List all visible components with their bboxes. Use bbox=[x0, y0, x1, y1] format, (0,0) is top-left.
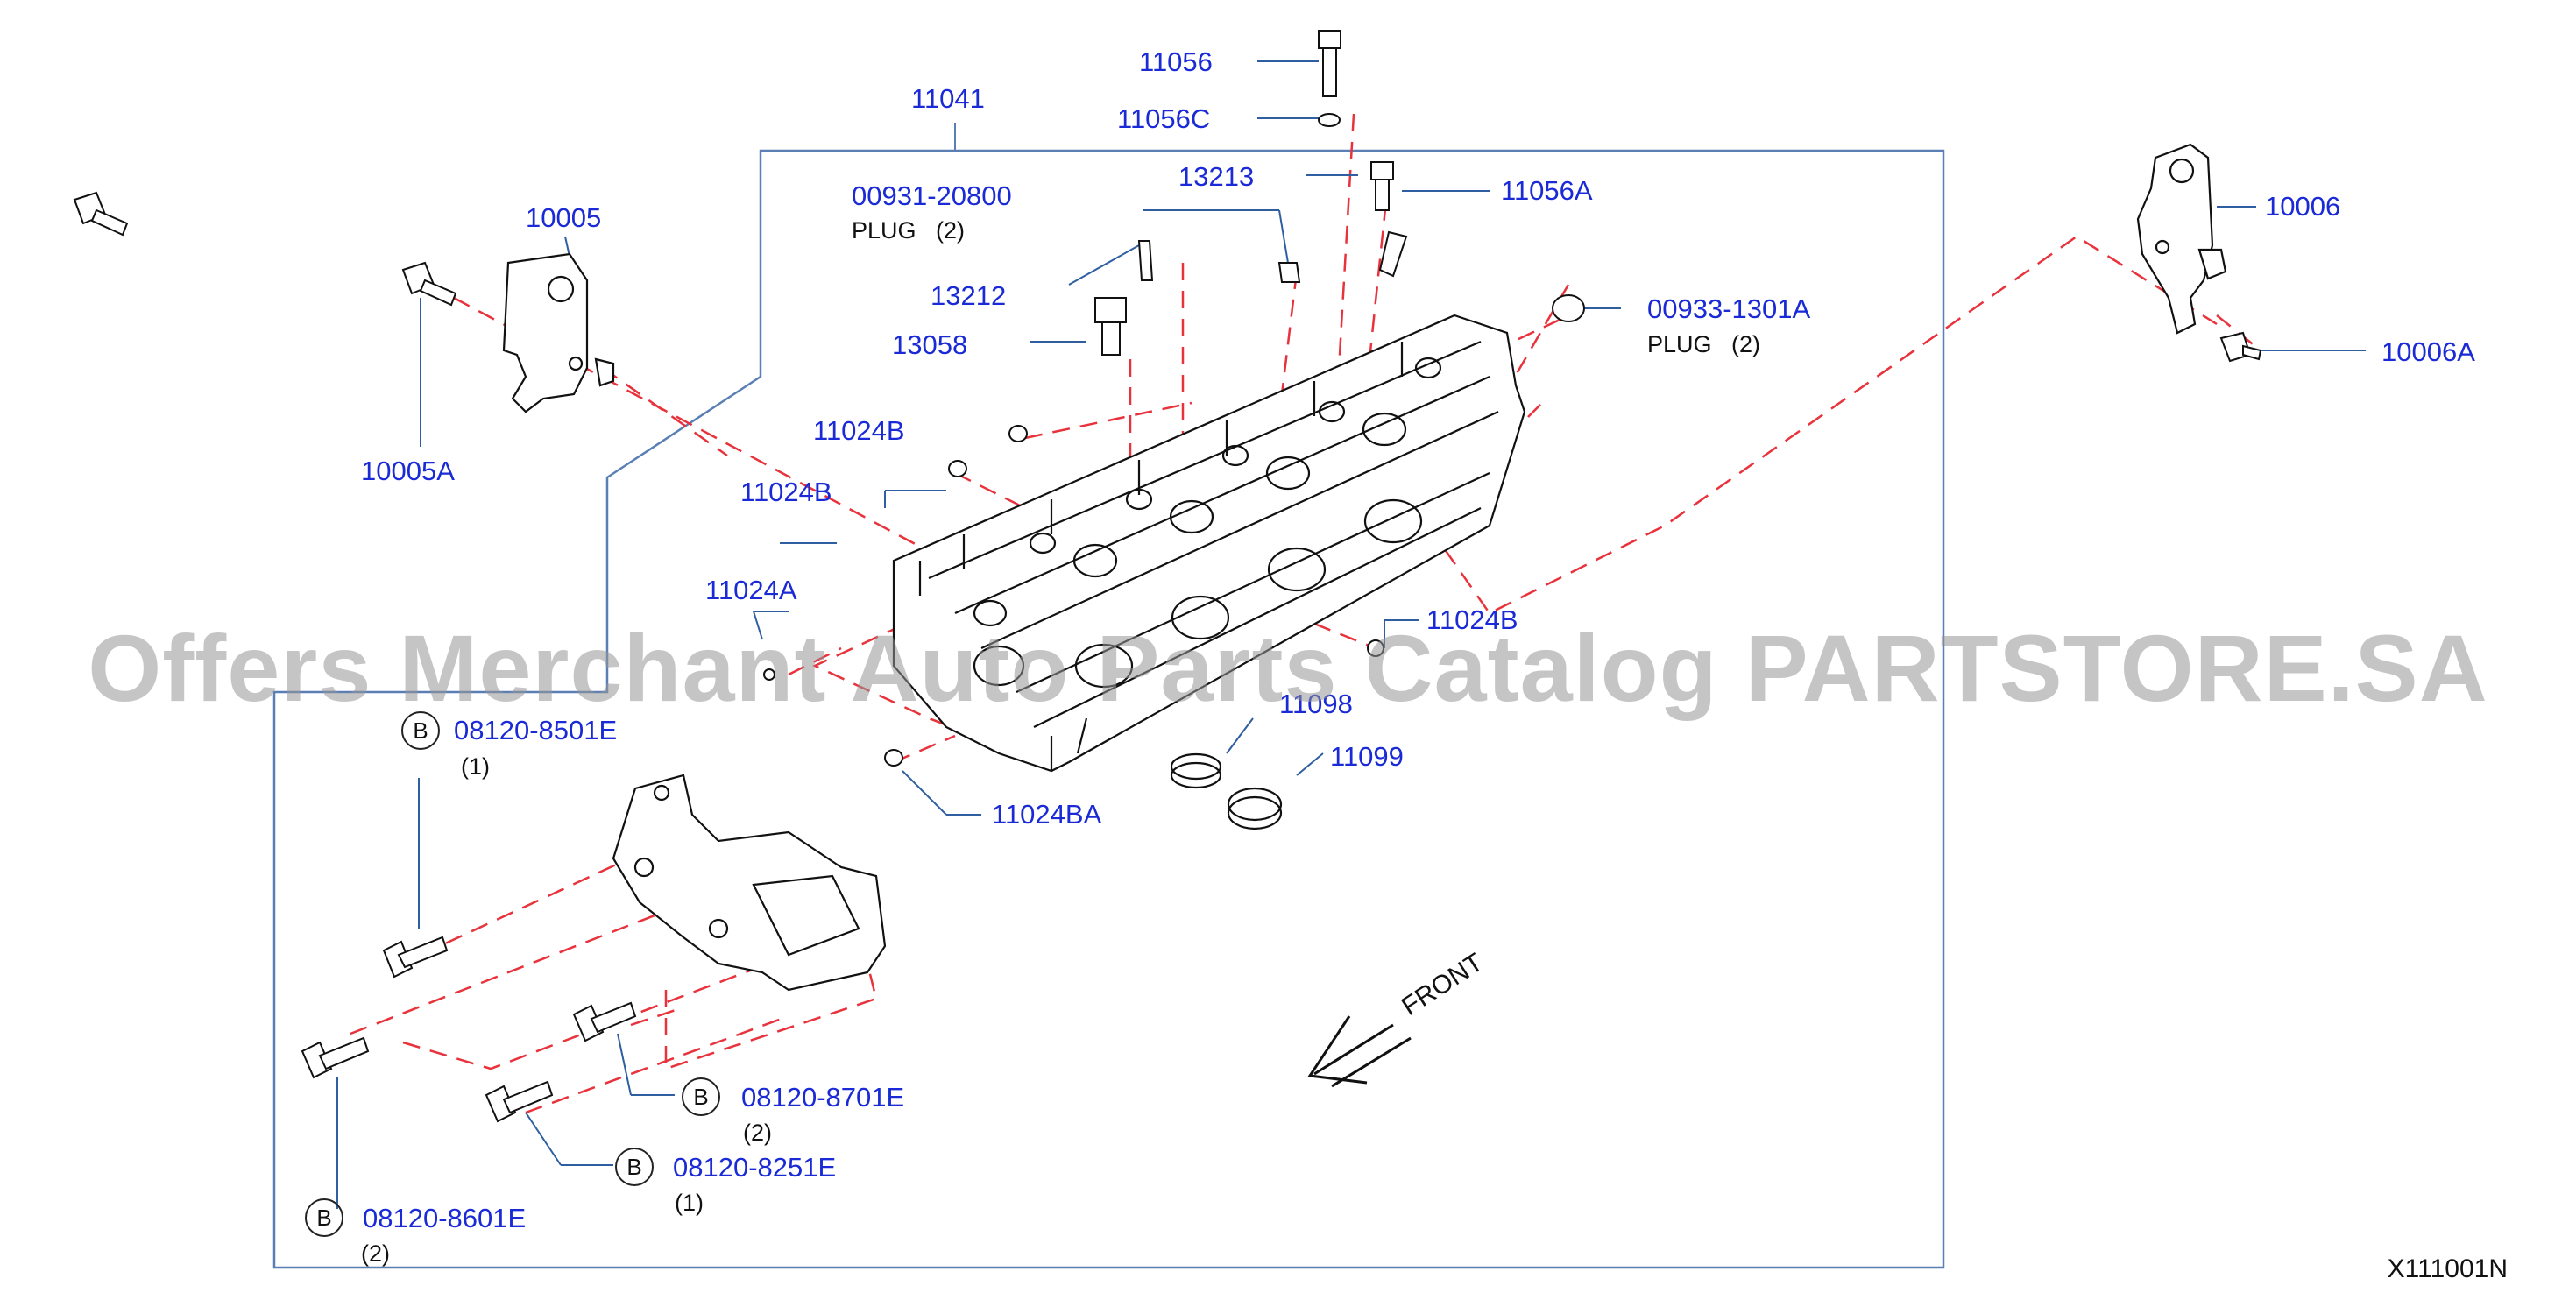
watermark: Offers Merchant Auto Parts Catalog PARTS… bbox=[88, 615, 2488, 721]
label-11041[interactable]: 11041 bbox=[911, 83, 985, 114]
label-00933-1301a[interactable]: 00933-1301A bbox=[1647, 293, 1811, 324]
plug-note-2-qty: (2) bbox=[1731, 331, 1761, 357]
label-10006a[interactable]: 10006A bbox=[2381, 336, 2475, 367]
label-11056c[interactable]: 11056C bbox=[1117, 103, 1211, 134]
label-00931-20800[interactable]: 00931-20800 bbox=[852, 180, 1012, 211]
front-cover bbox=[612, 774, 887, 992]
label-08120-8501e[interactable]: 08120-8501E bbox=[454, 715, 618, 745]
label-11024b-right[interactable]: 11024B bbox=[1426, 604, 1518, 635]
plug-note-1-text: PLUG bbox=[852, 217, 916, 244]
plug-note-2: PLUG (2) bbox=[1647, 333, 1760, 357]
label-11024ba[interactable]: 11024BA bbox=[992, 799, 1102, 830]
label-10005[interactable]: 10005 bbox=[526, 202, 602, 233]
label-08120-8601e[interactable]: 08120-8601E bbox=[363, 1203, 527, 1233]
label-11056a[interactable]: 11056A bbox=[1501, 175, 1593, 206]
seals bbox=[1170, 752, 1283, 830]
bracket-10005 bbox=[502, 252, 615, 413]
label-13058[interactable]: 13058 bbox=[892, 329, 968, 360]
badge-b-8501e: B bbox=[401, 711, 440, 750]
plug-note-2-text: PLUG bbox=[1647, 331, 1712, 357]
bolts bbox=[73, 30, 2262, 1123]
plug-note-1-qty: (2) bbox=[936, 217, 966, 244]
label-08120-8251e[interactable]: 08120-8251E bbox=[673, 1152, 837, 1183]
qty-08120-8601e: (2) bbox=[361, 1240, 390, 1267]
badge-b-8251e: B bbox=[615, 1148, 654, 1186]
front-arrow bbox=[1307, 1015, 1412, 1088]
label-11024b-mid[interactable]: 11024B bbox=[740, 477, 832, 507]
label-11024a[interactable]: 11024A bbox=[705, 575, 797, 605]
label-11098[interactable]: 11098 bbox=[1279, 689, 1353, 719]
label-13213[interactable]: 13213 bbox=[1178, 161, 1255, 192]
qty-08120-8501e: (1) bbox=[461, 753, 490, 780]
label-13212[interactable]: 13212 bbox=[931, 280, 1007, 311]
label-10006[interactable]: 10006 bbox=[2265, 191, 2341, 222]
label-08120-8701e[interactable]: 08120-8701E bbox=[741, 1082, 905, 1113]
label-11024b-top[interactable]: 11024B bbox=[813, 415, 905, 446]
plug-note-1: PLUG (2) bbox=[852, 219, 965, 243]
cylinder-head-body bbox=[892, 314, 1526, 773]
bracket-10006 bbox=[2136, 143, 2227, 335]
badge-b-8601e: B bbox=[305, 1198, 343, 1237]
label-10005a[interactable]: 10005A bbox=[361, 456, 455, 486]
qty-08120-8251e: (1) bbox=[675, 1190, 704, 1216]
qty-08120-8701e: (2) bbox=[743, 1120, 772, 1146]
label-11099[interactable]: 11099 bbox=[1330, 741, 1404, 772]
diagram-code: X111001N bbox=[2387, 1254, 2508, 1283]
assembly-frame bbox=[272, 149, 1945, 1269]
badge-b-8701e: B bbox=[682, 1077, 720, 1116]
label-11056[interactable]: 11056 bbox=[1139, 46, 1213, 77]
